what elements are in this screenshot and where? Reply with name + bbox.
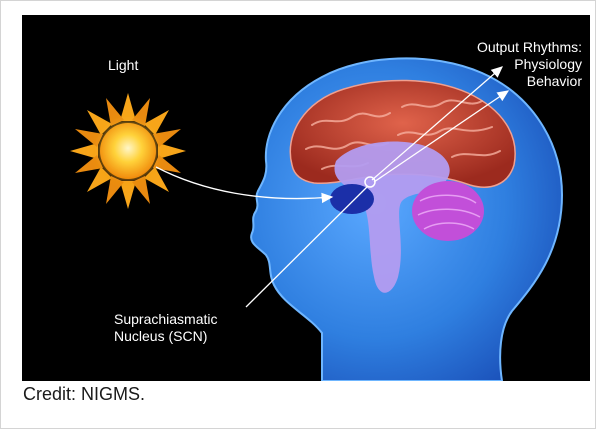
sun-icon bbox=[70, 93, 186, 209]
cerebellum bbox=[412, 181, 484, 241]
figure-caption: Credit: NIGMS. bbox=[23, 384, 145, 405]
output-rhythms-label: Output Rhythms: Physiology Behavior bbox=[477, 39, 582, 90]
output-title: Output Rhythms: bbox=[477, 39, 582, 56]
output-item-physiology: Physiology bbox=[477, 56, 582, 73]
scn-label-line2: Nucleus (SCN) bbox=[114, 328, 218, 345]
output-item-behavior: Behavior bbox=[477, 73, 582, 90]
scn-label: Suprachiasmatic Nucleus (SCN) bbox=[114, 311, 218, 345]
circadian-diagram: Light Output Rhythms: Physiology Behavio… bbox=[22, 15, 590, 381]
scn-label-line1: Suprachiasmatic bbox=[114, 311, 218, 328]
light-label: Light bbox=[108, 57, 138, 74]
